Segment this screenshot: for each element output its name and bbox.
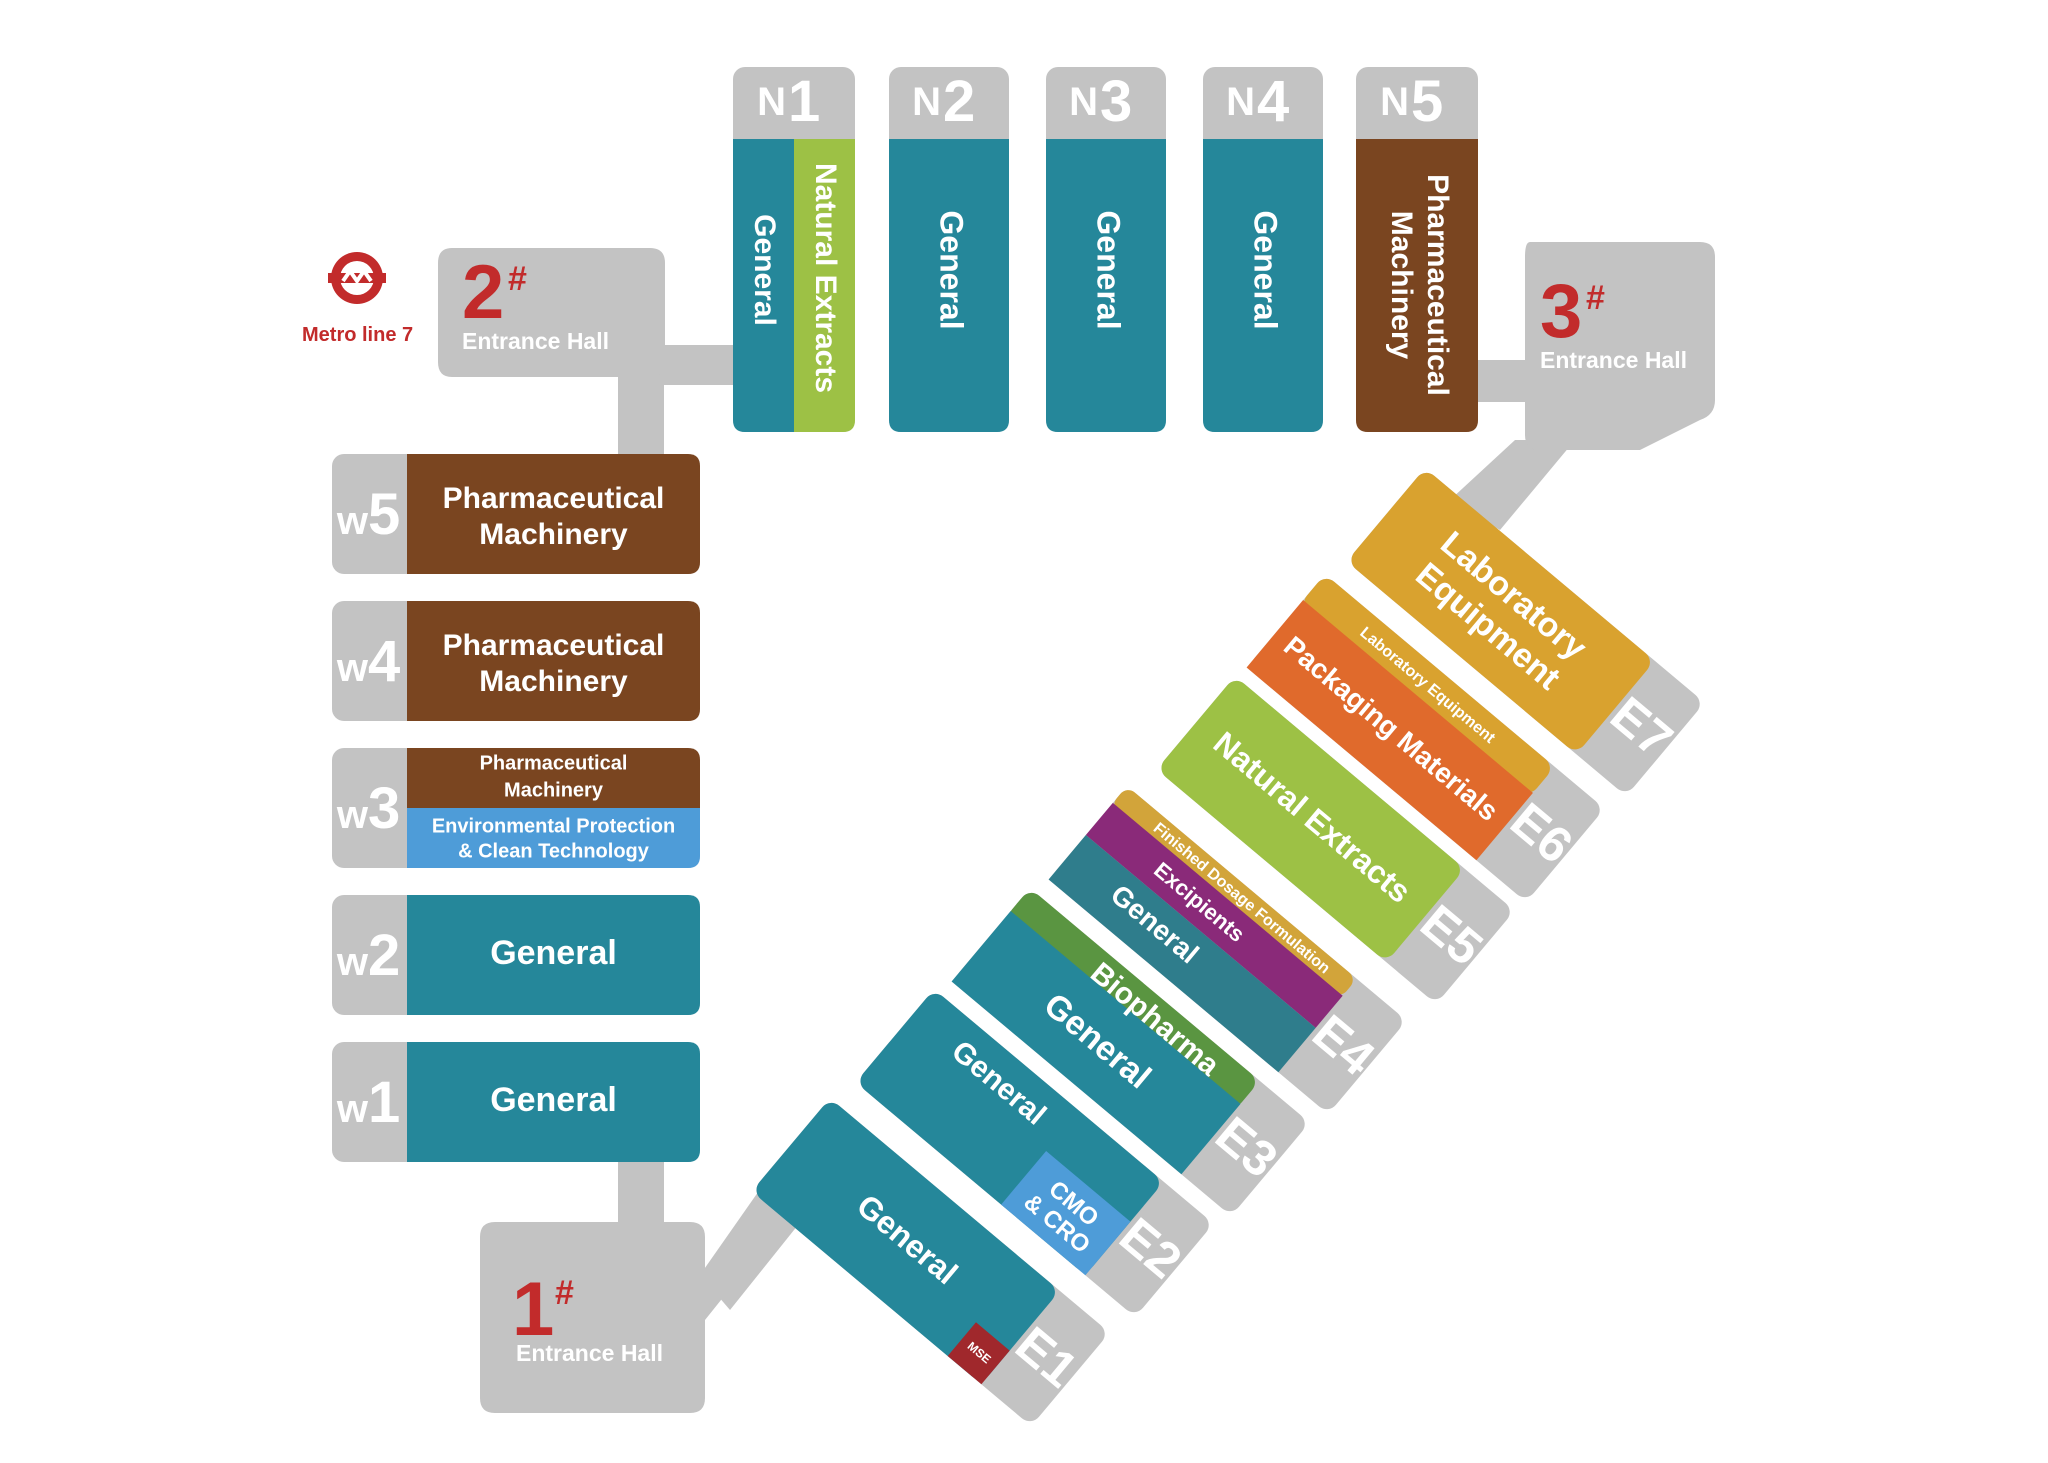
zone-label: Pharmaceutical [443,629,665,662]
zone-label: General [934,210,970,329]
entrance-label: Entrance Hall [1540,347,1687,373]
hall-prefix: N [1069,80,1098,124]
zone-label: Machinery [479,665,628,698]
zone-label: General [490,934,617,972]
entrance-hash: # [508,260,527,298]
hall-number: 3 [1100,69,1132,134]
entrance-hash: # [555,1274,574,1312]
zone-label: Machinery [479,518,628,551]
entrance-number: 3 [1540,269,1582,354]
hall-number: 2 [368,923,400,988]
zone-label: Machinery [1385,211,1418,360]
zone-label: & Clean Technology [458,840,650,862]
hall-prefix: w [336,793,369,837]
zone-label: General [490,1081,617,1119]
hall-prefix: N [757,80,786,124]
hall-prefix: w [336,940,369,984]
hall-prefix: w [336,646,369,690]
hall-number: 3 [368,776,400,841]
entrance-label: Entrance Hall [516,1340,663,1366]
zone-label: General [748,214,781,326]
hall-prefix: N [912,80,941,124]
entrance-hall-3[interactable]: 3 # Entrance Hall [1525,242,1715,450]
hall-number: 1 [788,69,820,134]
hall-number: 5 [368,482,400,547]
zone-label: General [1091,210,1127,329]
hall-prefix: N [1380,80,1409,124]
entrance-hash: # [1586,279,1605,317]
metro-label: Metro line 7 [302,324,413,346]
hall-number: 2 [943,69,975,134]
zone-label: Pharmaceutical [1421,174,1454,396]
hall-number: 4 [1257,69,1289,134]
mse-tag [947,1322,1010,1385]
zone-label: Environmental Protection [432,815,675,837]
zone-label: Pharmaceutical [443,482,665,515]
hall-number: 5 [1411,69,1443,134]
zone-label: Machinery [504,779,604,801]
entrance-hall-1[interactable]: 1 # Entrance Hall [480,1222,745,1413]
metro-station[interactable]: Metro line 7 [302,252,413,346]
zone-label: Pharmaceutical [480,752,628,774]
hall-prefix: w [336,499,369,543]
shanghai-metro-logo-icon [328,252,386,304]
entrance-label: Entrance Hall [462,328,609,354]
hall-number: 1 [368,1070,400,1135]
hall-number: 4 [368,629,400,694]
entrance-number: 2 [462,250,504,335]
entrance-hall-2[interactable]: 2 # Entrance Hall [438,248,665,377]
entrance-number: 1 [512,1267,554,1352]
hall-prefix: N [1226,80,1255,124]
zone-label: Natural Extracts [809,163,842,393]
zone-label: General [1248,210,1284,329]
hall-prefix: w [336,1087,369,1131]
